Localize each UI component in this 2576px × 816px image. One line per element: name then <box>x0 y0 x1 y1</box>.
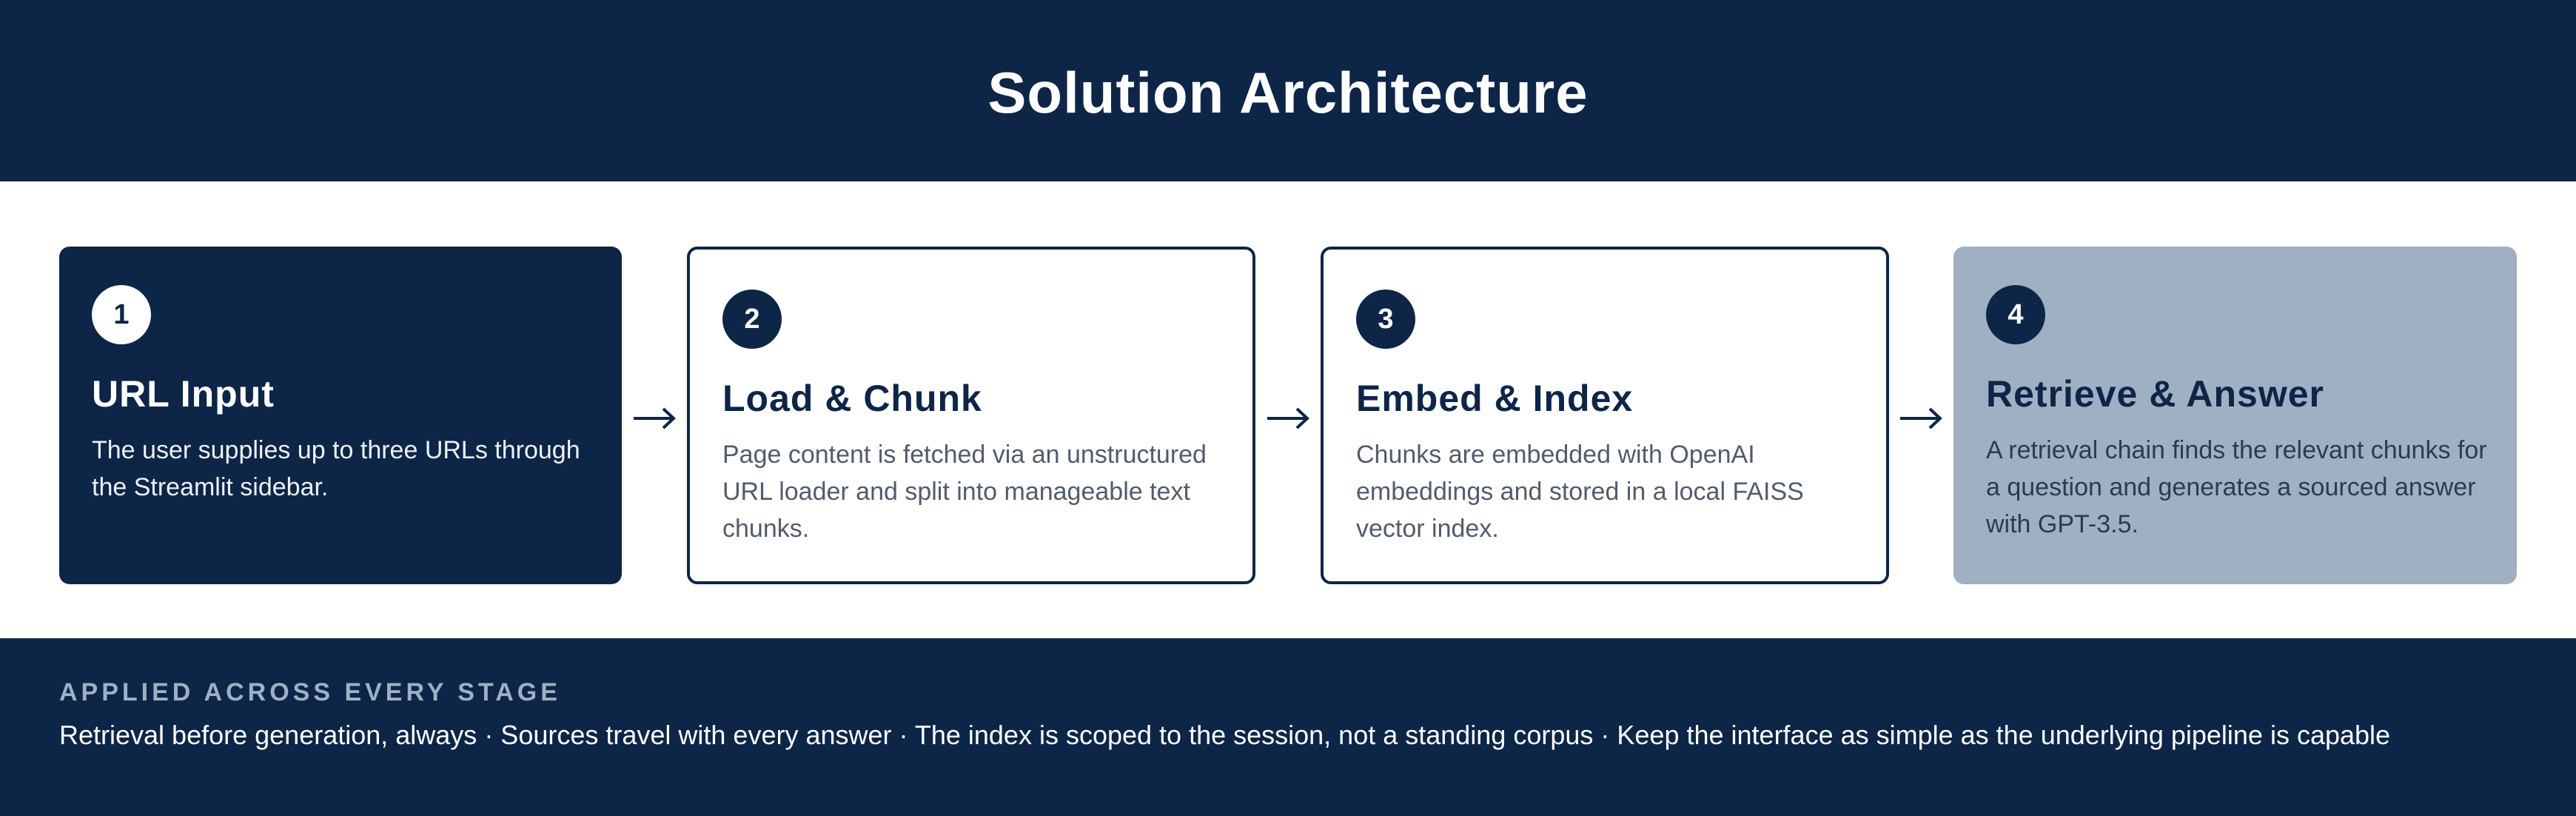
step-description: A retrieval chain finds the relevant chu… <box>1986 436 2487 538</box>
step-description: Page content is fetched via an unstructu… <box>722 441 1207 543</box>
right-arrow-icon <box>1897 394 1945 443</box>
principles-text: Retrieval before generation, always · So… <box>59 720 2391 750</box>
right-arrow-icon <box>1264 394 1312 443</box>
step-card-retrieve-answer: 4 Retrieve & Answer A retrieval chain fi… <box>1953 247 2517 584</box>
step-card-embed-index: 3 Embed & Index Chunks are embedded with… <box>1321 247 1889 584</box>
step-card-load-chunk: 2 Load & Chunk Page content is fetched v… <box>687 247 1255 584</box>
step-title: Embed & Index <box>1356 378 1634 419</box>
principles-footer: APPLIED ACROSS EVERY STAGE Retrieval bef… <box>0 638 2576 816</box>
page-title: Solution Architecture <box>987 60 1589 125</box>
step-number-badge: 2 <box>722 290 782 349</box>
step-title: Retrieve & Answer <box>1986 373 2324 415</box>
step-description: Chunks are embedded with OpenAI embeddin… <box>1356 441 1804 543</box>
step-card-url-input: 1 URL Input The user supplies up to thre… <box>59 247 622 584</box>
step-description: The user supplies up to three URLs throu… <box>92 436 580 501</box>
step-number-badge: 3 <box>1356 290 1415 349</box>
step-number-badge: 1 <box>92 285 151 344</box>
step-number-badge: 4 <box>1986 285 2045 344</box>
header-banner: Solution Architecture <box>0 0 2576 181</box>
right-arrow-icon <box>631 394 678 443</box>
step-title: URL Input <box>92 373 275 415</box>
step-title: Load & Chunk <box>722 378 982 419</box>
footer-heading: APPLIED ACROSS EVERY STAGE <box>59 678 561 706</box>
